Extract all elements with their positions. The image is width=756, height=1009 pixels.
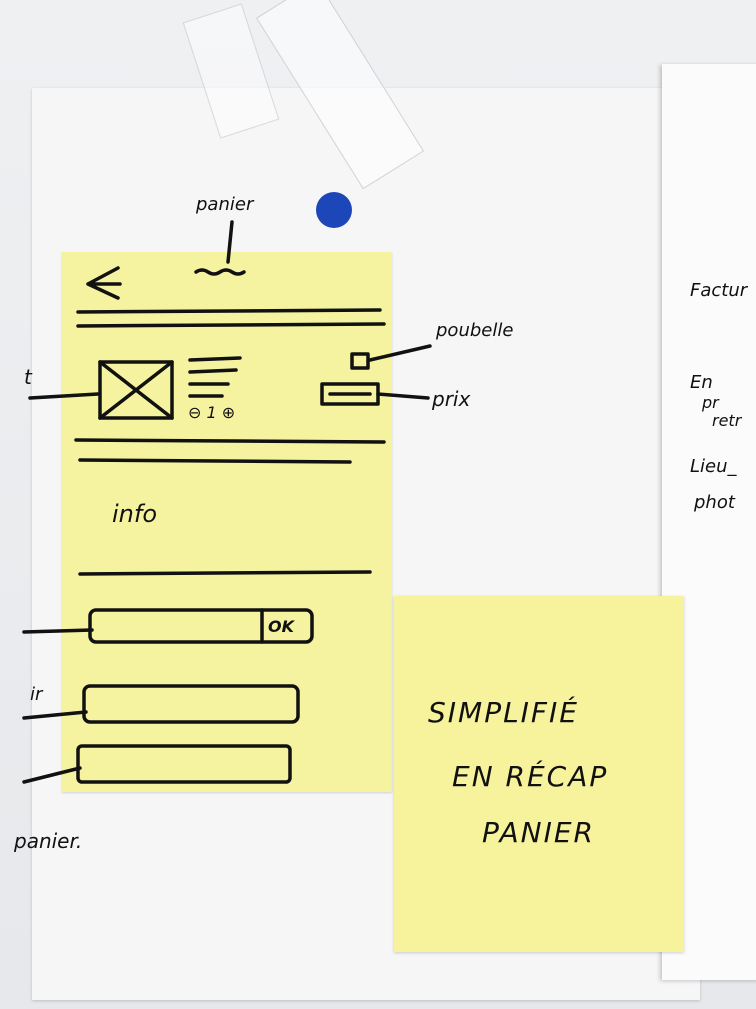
left-leader-line-3 <box>22 710 88 720</box>
label-poubelle: poubelle <box>435 320 513 341</box>
title-squiggle <box>194 268 246 276</box>
panier-leader-line <box>226 220 234 264</box>
left-edge-text-3: panier. <box>13 829 82 853</box>
left-leader-line-2 <box>22 628 94 634</box>
blue-pin-dot <box>316 192 352 228</box>
quantity-stepper: ⊖ 1 ⊕ <box>188 403 235 422</box>
comment-sticky-note <box>394 596 684 952</box>
info-divider <box>78 570 372 576</box>
label-info: info <box>112 500 157 528</box>
header-divider-2 <box>76 322 386 328</box>
input-field-2 <box>76 744 292 784</box>
product-image-placeholder-icon <box>98 360 174 420</box>
phone-wireframe-sticky <box>62 252 392 792</box>
label-panier: panier <box>195 194 255 215</box>
sticky-line-1: SIMPLIFIÉ <box>428 695 579 729</box>
left-leader-line-1 <box>28 392 100 400</box>
item-divider-1 <box>74 438 386 444</box>
poubelle-leader-line <box>368 344 432 362</box>
label-prix: prix <box>431 387 470 411</box>
right-sheet-line-1: Factur <box>690 280 749 301</box>
input-field-1 <box>82 684 300 724</box>
trash-icon <box>350 352 370 370</box>
right-sheet-line-2: En <box>690 372 713 393</box>
left-leader-line-4 <box>22 766 82 784</box>
right-sheet-line-5: Lieu_ <box>690 456 738 477</box>
right-sheet-line-6: phot <box>693 492 736 513</box>
sticky-line-3: PANIER <box>482 816 595 849</box>
header-divider-1 <box>76 308 382 314</box>
promo-code-input <box>88 608 314 644</box>
back-arrow-icon <box>86 266 122 300</box>
left-edge-text-2: ir <box>30 684 44 705</box>
left-edge-text-1: t <box>24 365 33 389</box>
image-cross <box>98 360 174 420</box>
item-divider-2 <box>78 458 352 464</box>
ok-button-label: OK <box>268 617 296 636</box>
sticky-line-2: EN RÉCAP <box>452 759 608 793</box>
right-sheet-line-3: pr <box>701 393 720 412</box>
right-sheet-line-4: retr <box>712 411 743 430</box>
prix-leader-line <box>376 392 430 400</box>
product-text-lines <box>188 356 242 398</box>
